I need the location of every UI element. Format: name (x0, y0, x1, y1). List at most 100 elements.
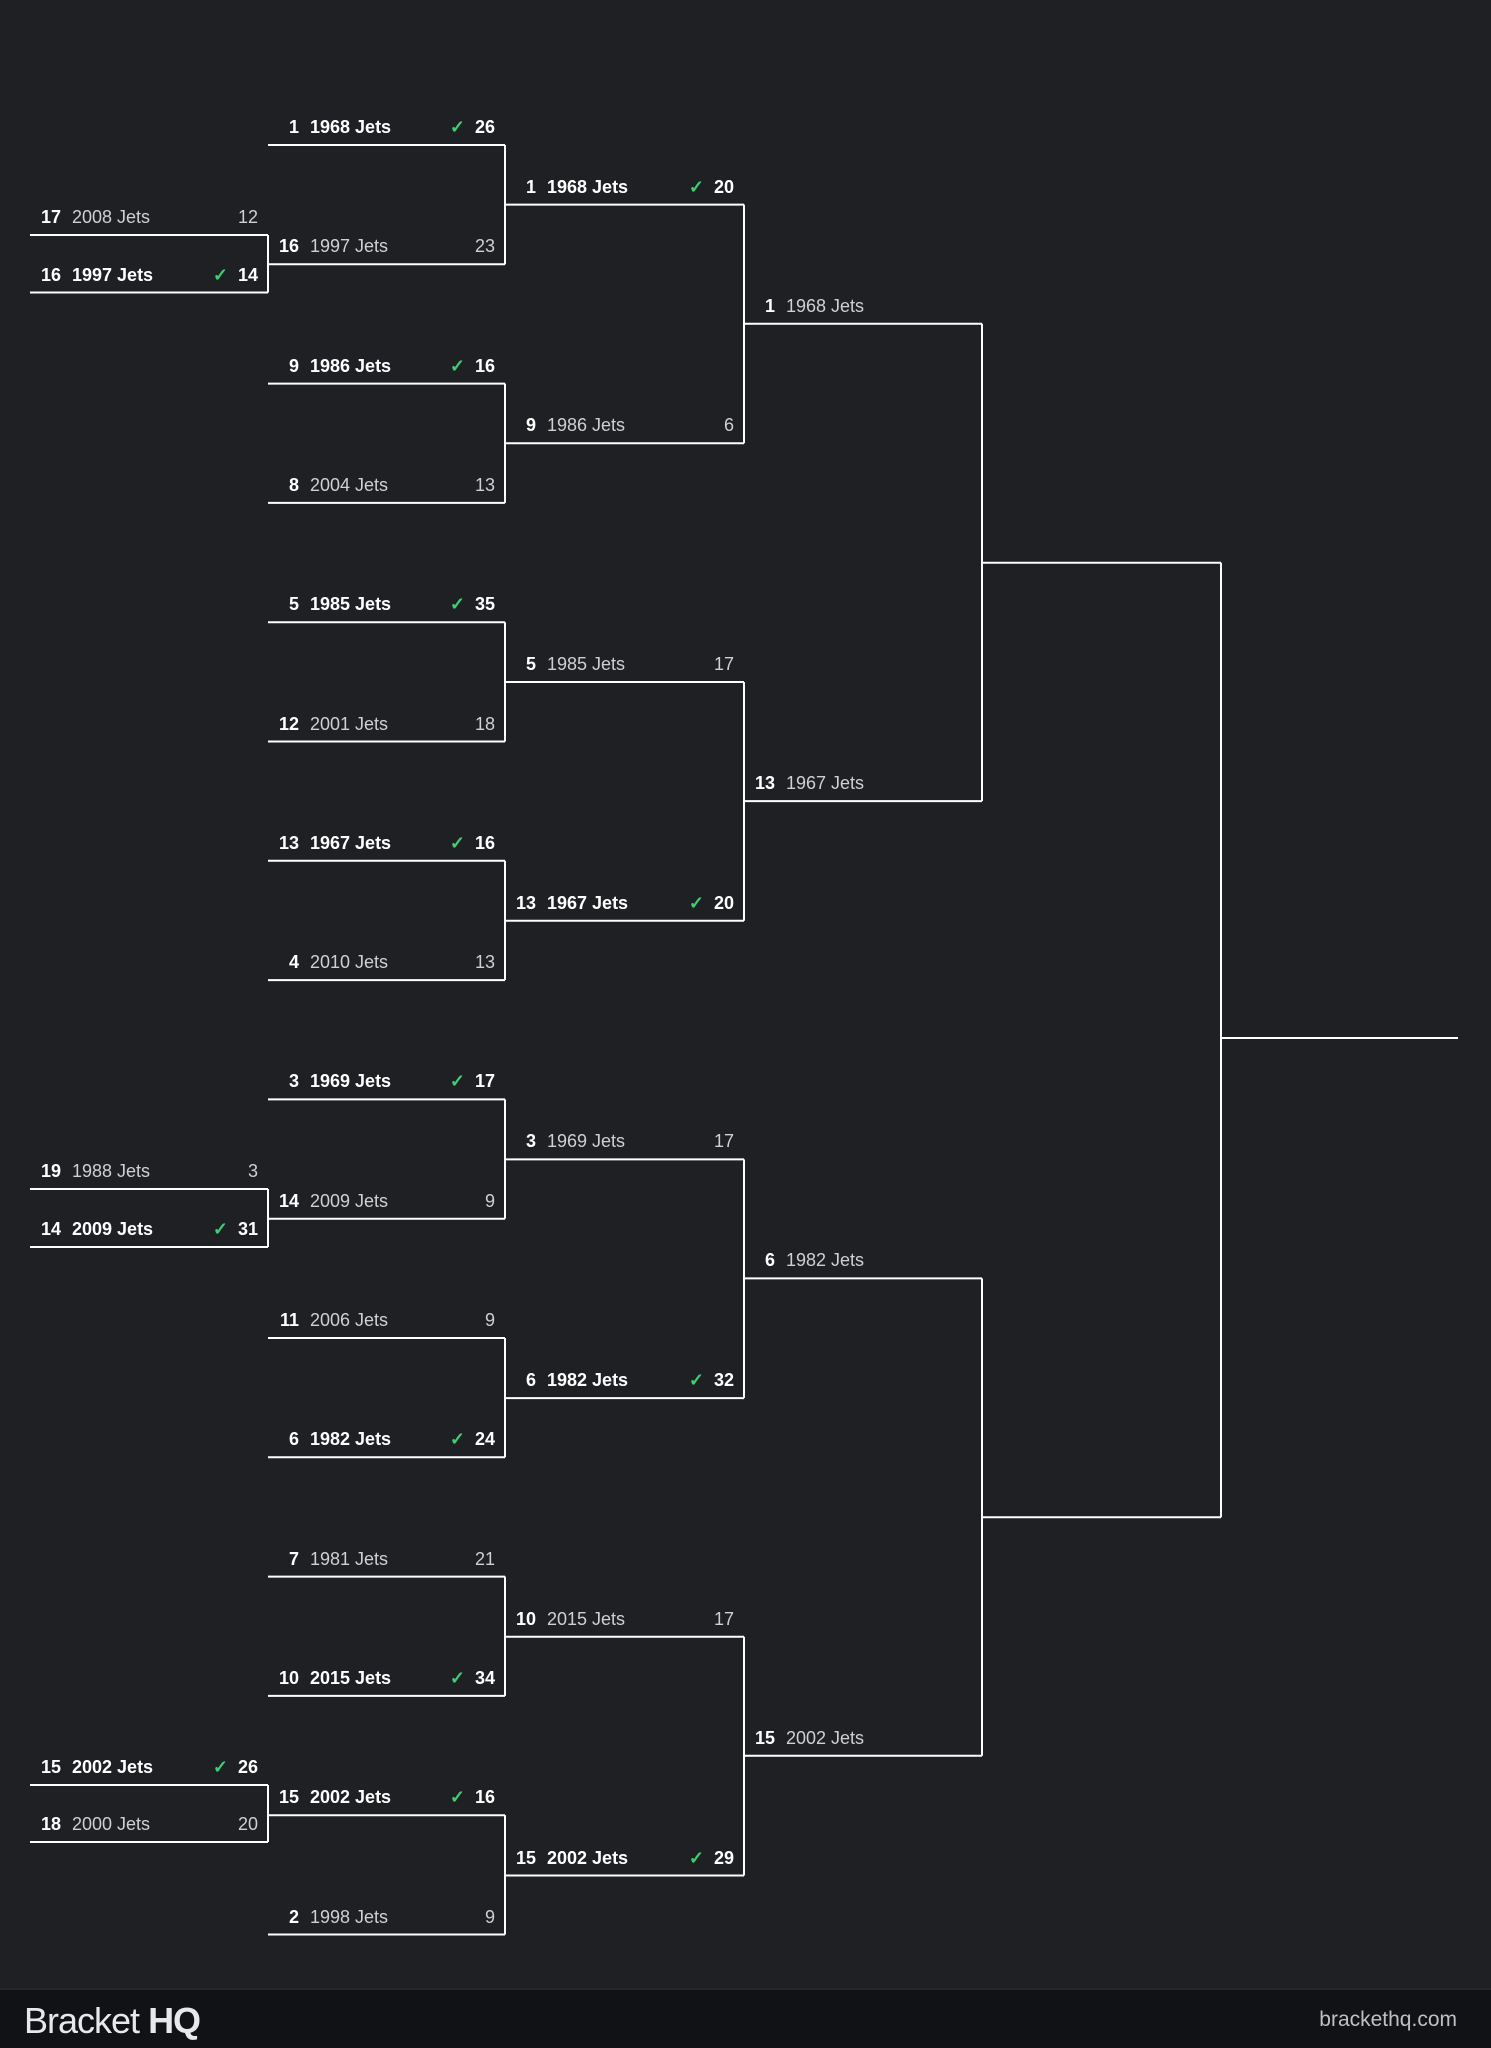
team-name: 1969 Jets (547, 1131, 626, 1152)
team-name: 2004 Jets (310, 474, 389, 495)
team-score: 9 (484, 1906, 495, 1927)
seed-number: 18 (40, 1814, 61, 1834)
team-name: 2015 Jets (547, 1608, 626, 1629)
team-name: 1968 Jets (786, 295, 865, 316)
team-score: 31 (237, 1219, 258, 1239)
seed-number: 1 (525, 176, 536, 197)
check-icon: ✓ (688, 1847, 704, 1868)
team-score: 9 (484, 1190, 495, 1211)
team-name: 2002 Jets (786, 1727, 865, 1748)
seed-number: 1 (764, 295, 775, 316)
team-score: 20 (713, 892, 734, 913)
seed-number: 16 (278, 236, 299, 257)
seed-number: 14 (278, 1190, 299, 1211)
seed-number: 1 (288, 117, 299, 137)
team-score: 18 (474, 713, 495, 734)
team-name: 2015 Jets (310, 1667, 392, 1688)
seed-number: 11 (279, 1310, 299, 1330)
team-name: 1982 Jets (310, 1429, 392, 1450)
team-name: 2009 Jets (72, 1219, 154, 1239)
team-name: 1967 Jets (547, 892, 629, 913)
team-name: 2002 Jets (547, 1847, 629, 1868)
seed-number: 16 (40, 264, 61, 285)
team-slot[interactable]: 3 1969 Jets 17 (505, 1129, 744, 1153)
site-link[interactable]: brackethq.com (1319, 2008, 1457, 2031)
check-icon: ✓ (449, 594, 465, 615)
team-score: 21 (474, 1548, 495, 1569)
team-slot[interactable]: 5 1985 Jets 17 (505, 652, 744, 676)
team-slot[interactable]: 15 2002 Jets 29 ✓ (505, 1846, 744, 1870)
check-icon: ✓ (688, 176, 704, 197)
team-score: 6 (723, 415, 734, 436)
check-icon: ✓ (449, 832, 465, 853)
check-icon: ✓ (449, 1429, 465, 1450)
seed-number: 10 (278, 1667, 299, 1688)
seed-number: 6 (525, 1370, 536, 1391)
team-name: 1968 Jets (547, 176, 629, 197)
team-name: 2002 Jets (310, 1787, 392, 1808)
team-score: 34 (474, 1667, 495, 1688)
team-name: 1986 Jets (310, 355, 392, 376)
team-score: 26 (237, 1757, 258, 1777)
team-name: 1982 Jets (786, 1250, 865, 1271)
team-score: 24 (474, 1429, 495, 1450)
team-name: 1968 Jets (310, 117, 392, 137)
team-score: 13 (474, 474, 495, 495)
brand-logo[interactable]: Bracket HQ (24, 2000, 201, 2042)
team-name: 1981 Jets (310, 1548, 389, 1569)
team-name: 1985 Jets (547, 654, 626, 674)
team-name: 1985 Jets (310, 594, 392, 615)
seed-number: 9 (525, 415, 536, 436)
seed-number: 3 (525, 1131, 536, 1152)
team-score: 3 (247, 1161, 258, 1181)
team-name: 2006 Jets (310, 1310, 389, 1330)
check-icon: ✓ (449, 1787, 465, 1808)
seed-number: 5 (525, 654, 536, 674)
team-score: 16 (474, 355, 495, 376)
team-score: 17 (474, 1071, 495, 1092)
seed-number: 3 (288, 1071, 299, 1092)
team-slot[interactable]: 10 2015 Jets 34 ✓ (268, 1666, 505, 1690)
check-icon: ✓ (449, 1667, 465, 1688)
seed-number: 13 (754, 773, 775, 794)
team-score: 17 (713, 1131, 734, 1152)
team-score: 29 (713, 1847, 734, 1868)
seed-number: 13 (278, 832, 299, 853)
team-score: 14 (237, 264, 258, 285)
team-score: 17 (713, 654, 734, 674)
seed-number: 15 (515, 1847, 536, 1868)
seed-number: 9 (288, 355, 299, 376)
seed-number: 6 (288, 1429, 299, 1450)
team-slot[interactable]: 1 1968 Jets (744, 294, 982, 318)
team-slot[interactable]: 6 1982 Jets 24 ✓ (268, 1427, 505, 1451)
seed-number: 12 (278, 713, 299, 734)
